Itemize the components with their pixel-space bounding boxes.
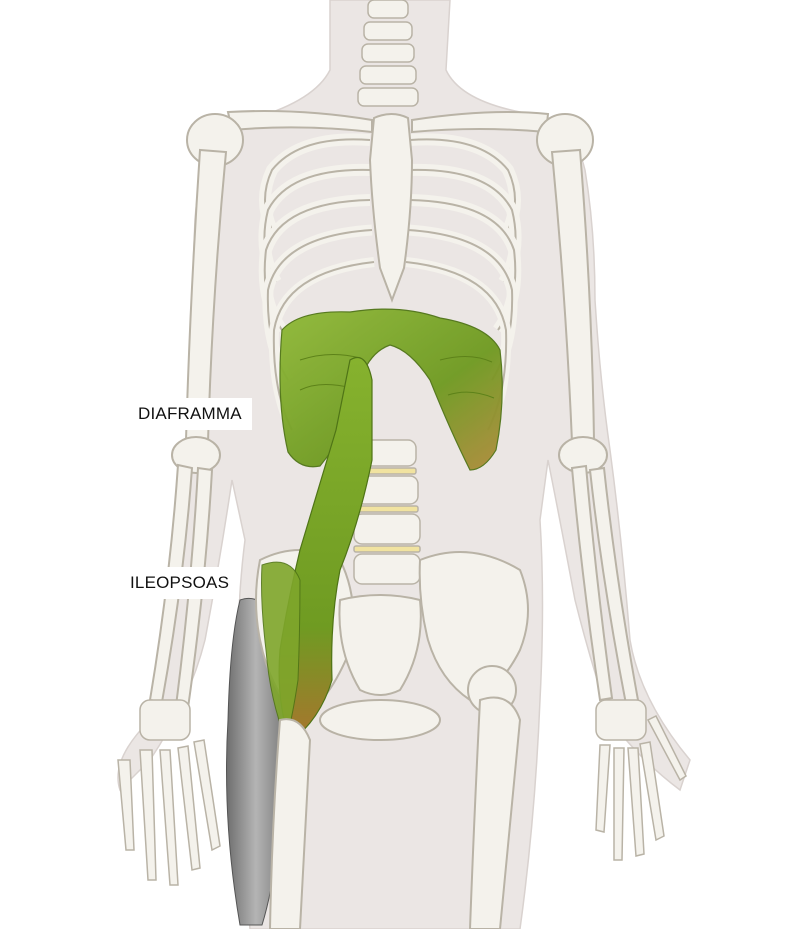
iliacus-muscle — [261, 561, 301, 742]
diaphragm-label: DIAFRAMMA — [128, 398, 252, 430]
right-hand-bones — [595, 699, 687, 861]
lumbar-spine — [353, 439, 421, 585]
left-hand-bones — [117, 699, 221, 886]
femur-bones — [268, 665, 522, 929]
sternum — [368, 113, 414, 303]
cervical-spine — [357, 0, 419, 107]
humerus-bones — [171, 148, 608, 474]
iliopsoas-label: ILEOPSOAS — [120, 567, 240, 599]
